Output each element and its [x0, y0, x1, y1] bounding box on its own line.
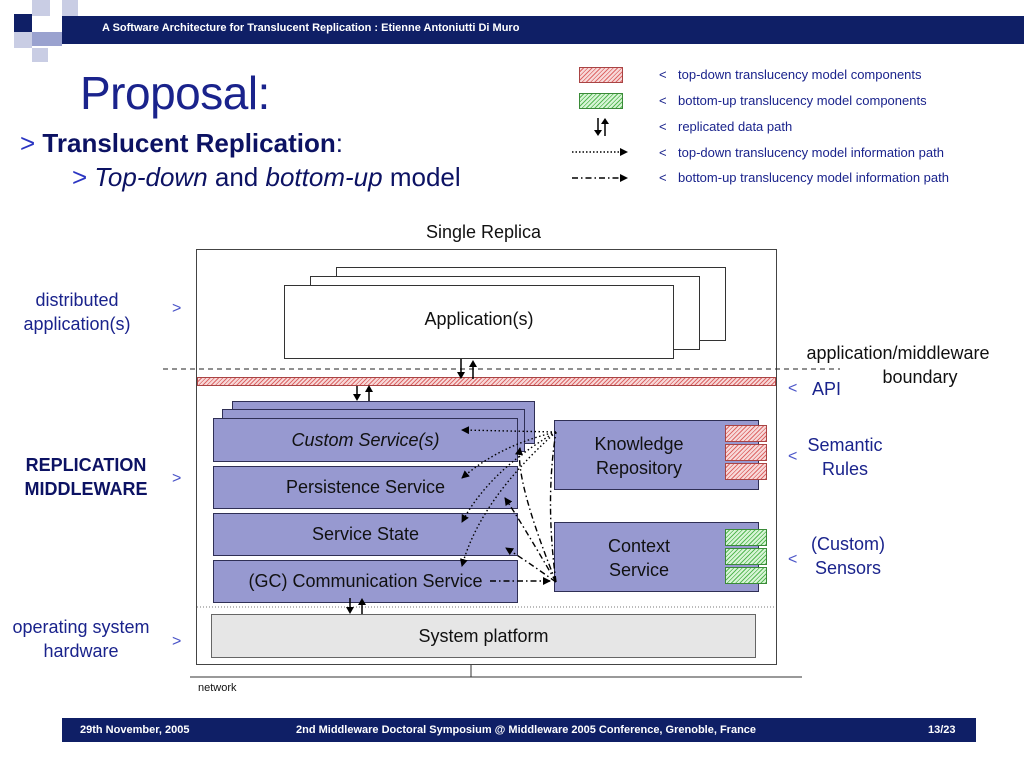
service-state-label: Service State — [311, 524, 420, 544]
legend-dashdot-arrow — [572, 174, 628, 182]
legend-green-hatch-swatch — [579, 93, 623, 109]
bullet-colon: : — [335, 128, 343, 158]
bullet-translucent-replication: > Translucent Replication: — [20, 128, 343, 159]
sensors-line-1: (Custom) — [810, 534, 885, 554]
network-label: network — [198, 682, 237, 694]
legend-marker: < — [659, 93, 667, 108]
application-label: Application(s) — [424, 309, 534, 329]
legend-marker: < — [659, 145, 667, 160]
api-data-path-arrows — [353, 385, 373, 401]
bullet-model: > Top-down and bottom-up model — [72, 162, 461, 193]
bullet-and: and — [214, 162, 259, 192]
custom-service-box — [213, 418, 518, 462]
knowledge-repository-label: Knowledge Repository — [554, 432, 724, 480]
knowledge-repository-box — [554, 420, 759, 490]
left-marker: > — [172, 300, 182, 317]
sensors-line-2: Sensors — [814, 558, 882, 578]
custom-service-label: Custom Service(s) — [291, 430, 440, 450]
replication-middleware-label: REPLICATION MIDDLEWARE — [10, 453, 162, 501]
right-marker: < — [788, 448, 798, 465]
slide-title: Proposal: — [80, 67, 270, 119]
footer-date: 29th November, 2005 — [80, 724, 190, 736]
legend-item-replicated-data-path: replicated data path — [678, 119, 793, 134]
api-label: API — [812, 379, 842, 399]
left-marker: > — [172, 633, 182, 650]
header-title: A Software Architecture for Translucent … — [102, 22, 520, 34]
single-replica-label: Single Replica — [426, 222, 542, 242]
os-line-2: hardware — [43, 641, 119, 661]
distributed-line-2: application(s) — [23, 314, 131, 334]
platform-data-path-arrows — [346, 598, 366, 614]
context-line-2: Service — [608, 560, 670, 580]
api-band — [197, 377, 776, 386]
app-data-path-arrows — [457, 359, 477, 379]
legend-marker: < — [659, 67, 667, 82]
sensor-chip — [725, 548, 767, 565]
custom-sensors-label: (Custom) Sensors — [802, 532, 894, 580]
legend-item-top-down-info-path: top-down translucency model information … — [678, 145, 944, 160]
system-platform-box — [211, 614, 756, 658]
bullet-bold-text: Translucent Replication — [42, 128, 336, 158]
legend-dotted-arrow — [572, 148, 628, 156]
os-line-1: operating system — [12, 617, 150, 637]
footer-bar — [62, 718, 976, 742]
legend-marker: < — [659, 170, 667, 185]
system-platform-label: System platform — [418, 626, 549, 646]
app-middleware-boundary-label: application/middleware boundary — [790, 341, 1006, 389]
legend-data-path-arrows — [594, 118, 609, 136]
distributed-applications-label: distributed application(s) — [10, 288, 144, 336]
semantic-rules-label: Semantic Rules — [800, 433, 890, 481]
semantic-line-1: Semantic — [807, 435, 883, 455]
bullet-marker: > — [20, 128, 36, 158]
legend-item-top-down-components: top-down translucency model components — [678, 67, 922, 82]
bullet-bottom-up: bottom-up — [265, 162, 383, 192]
bullet-top-down: Top-down — [94, 162, 208, 192]
boundary-line-2: boundary — [882, 367, 958, 387]
right-marker: < — [788, 551, 798, 568]
right-marker: < — [788, 380, 798, 397]
legend-marker: < — [659, 119, 667, 134]
semantic-rule-chip — [725, 463, 767, 480]
semantic-rule-chip — [725, 444, 767, 461]
os-hardware-label: operating system hardware — [4, 615, 158, 663]
footer-event: 2nd Middleware Doctoral Symposium @ Midd… — [296, 724, 757, 736]
footer-page-number: 13/23 — [928, 724, 956, 736]
left-marker: > — [172, 470, 182, 487]
legend-item-bottom-up-info-path: bottom-up translucency model information… — [678, 170, 949, 185]
bottom-up-info-paths — [490, 431, 557, 585]
semantic-line-2: Rules — [821, 459, 869, 479]
knowledge-line-2: Repository — [595, 458, 683, 478]
distributed-line-1: distributed — [35, 290, 119, 310]
knowledge-line-1: Knowledge — [594, 434, 684, 454]
context-line-1: Context — [607, 536, 671, 556]
communication-service-label: (GC) Communication Service — [248, 571, 483, 591]
top-down-info-paths — [459, 426, 557, 567]
sensor-chip — [725, 529, 767, 546]
context-service-box — [554, 522, 759, 592]
persistence-service-label: Persistence Service — [285, 477, 446, 497]
boundary-line-1: application/middleware — [806, 343, 990, 363]
application-box — [284, 285, 674, 359]
context-service-label: Context Service — [554, 534, 724, 582]
header-bar — [62, 16, 1024, 44]
replication-line-1: REPLICATION — [25, 455, 147, 475]
bullet-model-word: model — [389, 162, 461, 192]
legend-item-bottom-up-components: bottom-up translucency model components — [678, 93, 927, 108]
semantic-rule-chip — [725, 425, 767, 442]
sensor-chip — [725, 567, 767, 584]
bullet-marker: > — [72, 162, 88, 192]
legend-red-hatch-swatch — [579, 67, 623, 83]
communication-service-box — [213, 560, 518, 603]
replication-line-2: MIDDLEWARE — [24, 479, 148, 499]
